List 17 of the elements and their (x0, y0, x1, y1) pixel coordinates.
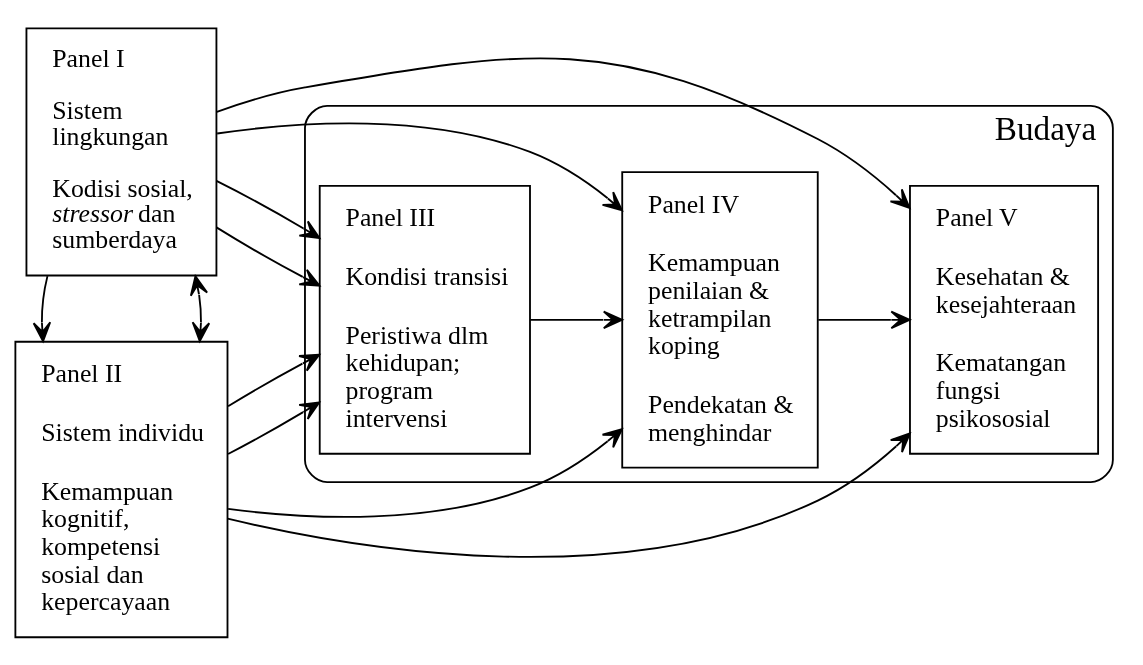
node-box: Panel III Kondisi transisi Peristiwa dlm kehidupan; program intervensi (318, 184, 531, 455)
node-box: Panel V Kesehatan & kesejahteraan Kematangan fungsi psikososial (909, 184, 1100, 455)
arrow (529, 310, 624, 329)
arrow (215, 56, 911, 209)
arrow (817, 310, 911, 329)
arrow (216, 122, 623, 211)
arrow (227, 427, 623, 518)
arrow (215, 179, 321, 239)
arrow (227, 400, 321, 455)
arrow (215, 226, 321, 287)
arrow (32, 274, 52, 342)
arrow (226, 432, 911, 557)
node-box: Panel I Sistem lingkungan Kodisi sosial, stressor dan sumberdaya (25, 26, 218, 276)
node-box: Panel IV Kemampuan penilaian & ketrampilan koping Pendekatan & menghindar (621, 170, 819, 468)
node-box: Panel II Sistem individu Kemampuan kognitif, kompetensi sosial dan kepercayaan (14, 340, 229, 638)
arrow (189, 274, 211, 342)
arrow (227, 353, 321, 407)
